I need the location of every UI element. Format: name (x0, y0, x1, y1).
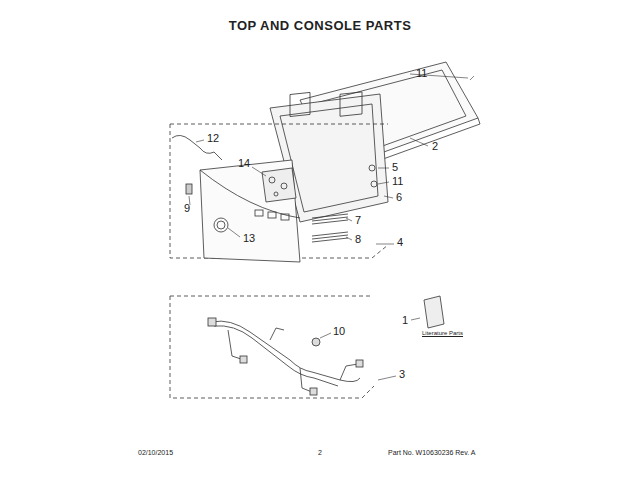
callout-number: 14 (238, 157, 250, 169)
overlay-strips (312, 214, 348, 242)
callout-number: 1 (402, 314, 408, 326)
clip (312, 338, 320, 346)
main-wire-harness (208, 318, 363, 395)
callout-number: 7 (355, 214, 361, 226)
callout-number: 5 (392, 161, 398, 173)
knob (186, 184, 192, 194)
callout-number: 9 (184, 202, 190, 214)
callout-number: 2 (432, 140, 438, 152)
callout-number: 4 (397, 236, 403, 248)
callout-number: 6 (396, 191, 402, 203)
diagram-title: TOP AND CONSOLE PARTS (229, 19, 412, 33)
callout-number: 11 (416, 67, 427, 79)
callout-number: 8 (355, 233, 361, 245)
literature-booklet (424, 296, 444, 328)
literature-label: Literature Parts (422, 330, 463, 337)
console-front (200, 160, 300, 262)
page-number: 2 (318, 449, 322, 457)
user-interface-board (262, 168, 296, 202)
group-bracket (170, 296, 374, 398)
callout-number: 12 (207, 132, 219, 144)
callout-number: 10 (333, 325, 345, 337)
footer-part-number: Part No. W10630236 Rev. A (388, 449, 475, 457)
callout-number: 11 (392, 175, 403, 187)
callout-number: 13 (243, 232, 255, 244)
footer-date: 02/10/2015 (138, 449, 173, 457)
leader-lines (189, 74, 468, 380)
callout-number: 3 (399, 368, 405, 380)
